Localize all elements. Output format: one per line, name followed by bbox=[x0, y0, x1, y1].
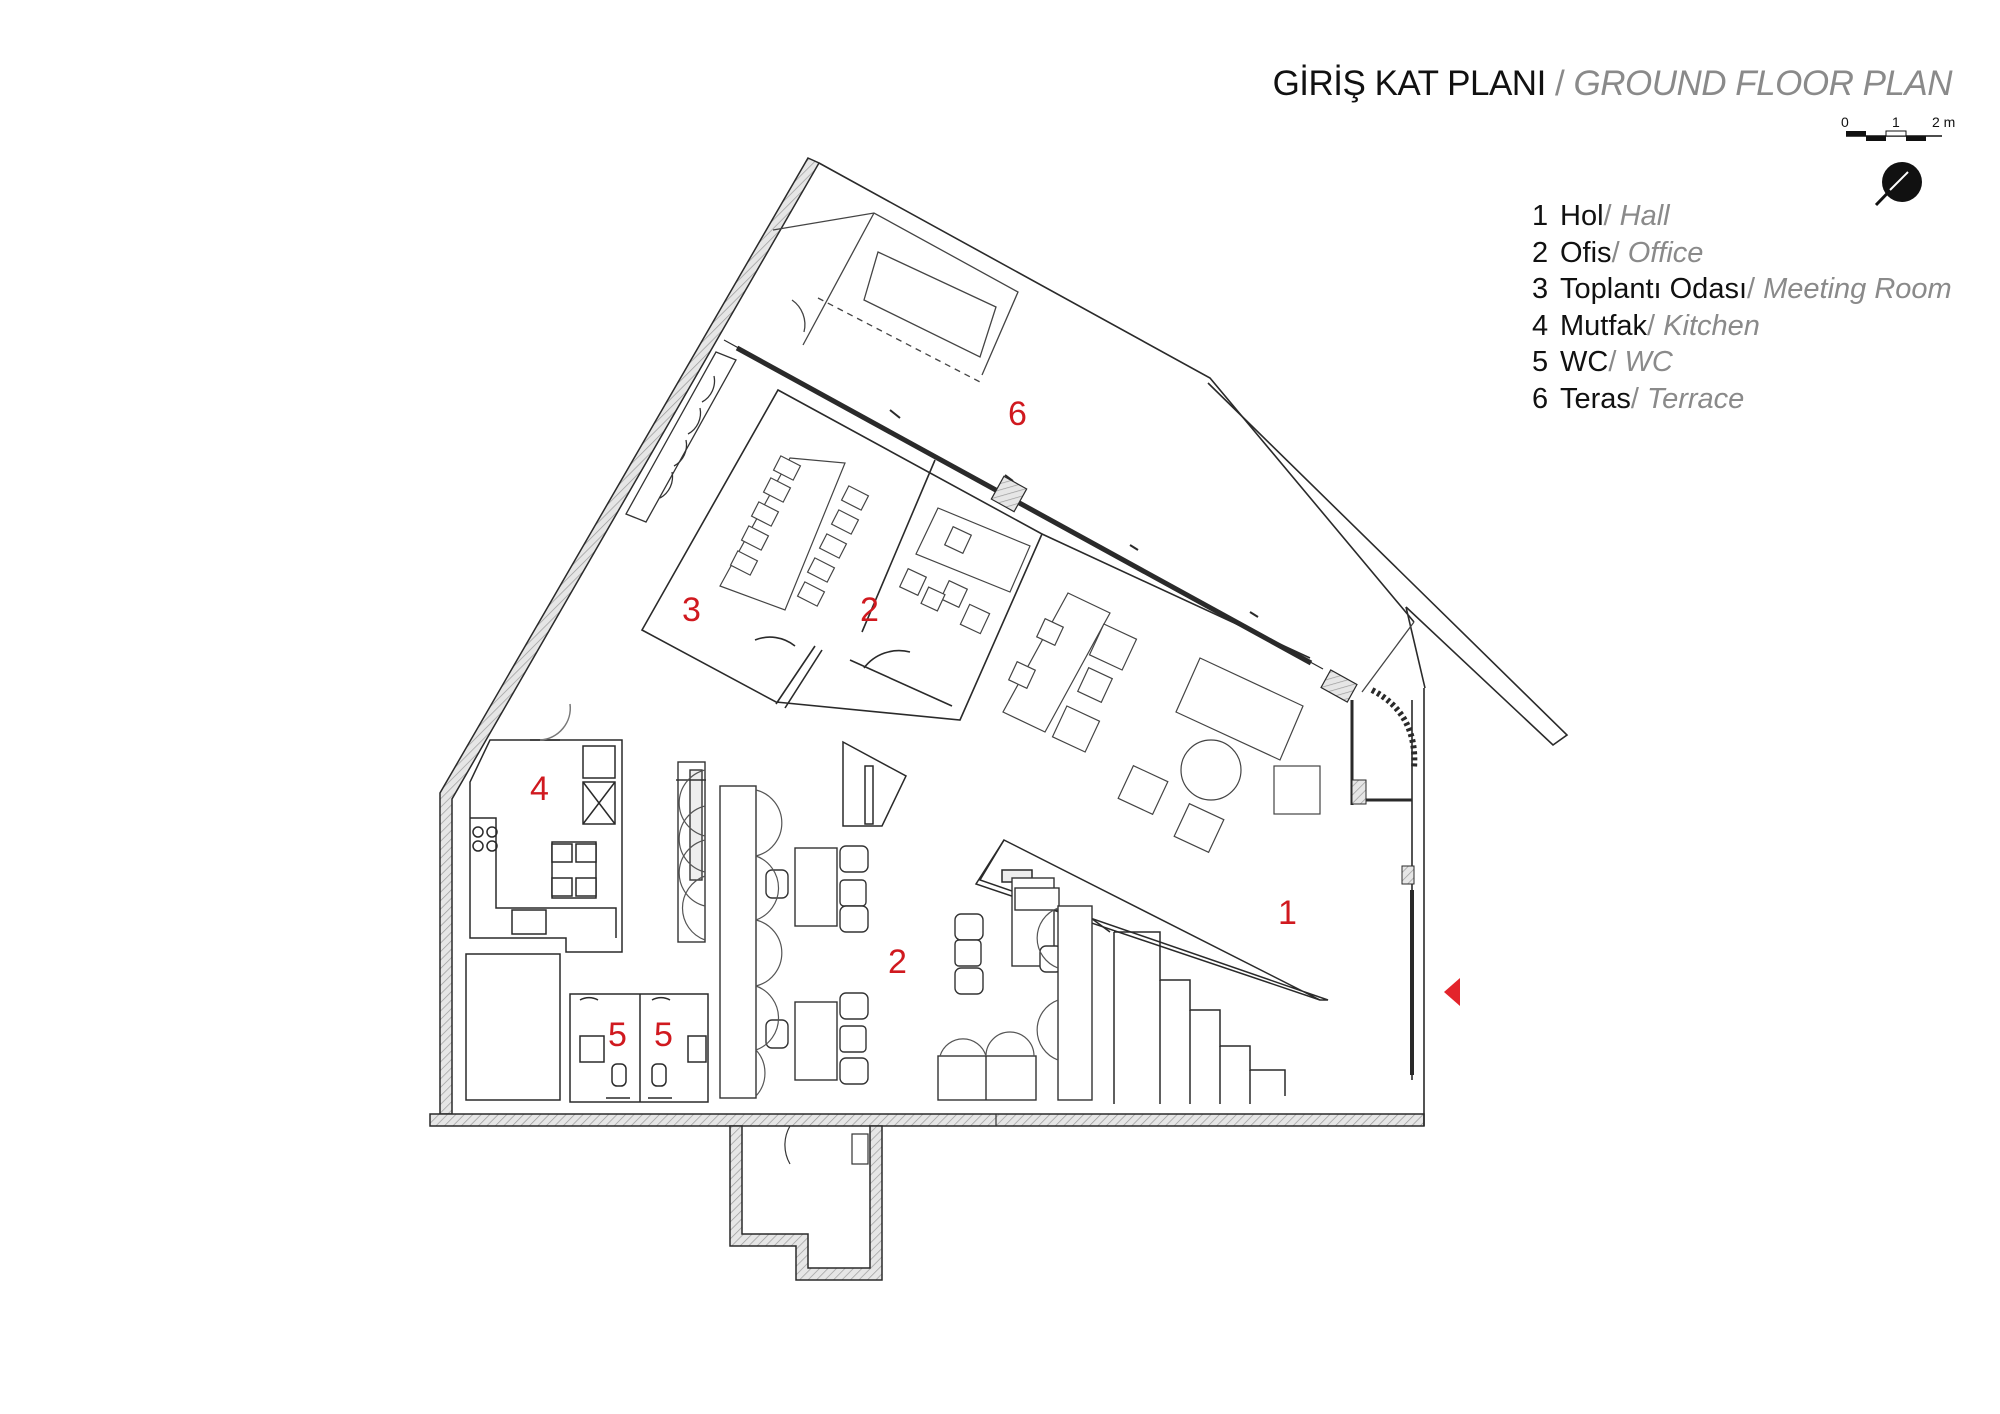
plan-title-tr: GİRİŞ KAT PLANI bbox=[1272, 64, 1547, 103]
legend-en: WC bbox=[1624, 346, 1673, 378]
west-cabinets bbox=[625, 351, 737, 523]
meeting-office-walls bbox=[640, 388, 1311, 721]
legend-num: 2 bbox=[1532, 236, 1549, 269]
meeting-table bbox=[719, 455, 870, 611]
legend-num: 5 bbox=[1532, 346, 1549, 378]
room-number-terrace: 6 bbox=[1008, 395, 1027, 433]
plan-title-en: GROUND FLOOR PLAN bbox=[1573, 64, 1953, 103]
storage-cupboard-arcs bbox=[678, 769, 1059, 1097]
plan-title-separator: / bbox=[1545, 64, 1574, 103]
room-number-meeting-room: 3 bbox=[682, 591, 701, 629]
room-number-office-main: 2 bbox=[888, 943, 907, 981]
entrance-marker bbox=[1444, 978, 1460, 1006]
workstations bbox=[676, 761, 1093, 1101]
wc-block bbox=[465, 953, 709, 1103]
scale-label-0: 0 bbox=[1841, 114, 1849, 130]
legend-num: 6 bbox=[1532, 382, 1549, 415]
scale-label-1: 1 bbox=[1892, 114, 1900, 130]
legend-tr: Ofis bbox=[1560, 236, 1612, 269]
boundary-lines bbox=[818, 162, 1569, 1126]
annex-door bbox=[784, 1114, 997, 1165]
room-number-kitchen: 4 bbox=[530, 770, 549, 808]
legend-tr: WC bbox=[1560, 346, 1609, 378]
room-number-wc-left: 5 bbox=[608, 1016, 627, 1054]
legend-en: Hall bbox=[1619, 200, 1670, 232]
legend-tr: Hol bbox=[1560, 200, 1604, 232]
terrace-details bbox=[772, 212, 1415, 693]
legend-en: Terrace bbox=[1647, 382, 1745, 415]
kitchen bbox=[469, 703, 623, 953]
annex bbox=[729, 1125, 883, 1281]
legend-tr: Toplantı Odası bbox=[1560, 273, 1747, 305]
small-office-furniture bbox=[898, 507, 1031, 635]
west-wall bbox=[439, 157, 821, 1115]
room-number-wc-right: 5 bbox=[654, 1016, 673, 1054]
scale-label-2: 2 m bbox=[1932, 114, 1955, 130]
north-arrow-icon bbox=[1874, 162, 1922, 207]
hall-furniture bbox=[1002, 592, 1321, 854]
scale-bar: 0 1 2 m bbox=[1841, 114, 1955, 141]
room-number-hall: 1 bbox=[1278, 894, 1297, 932]
legend-num: 1 bbox=[1532, 200, 1549, 232]
plan-title: GİRİŞ KAT PLANI / GROUND FLOOR PLAN bbox=[1272, 64, 1953, 104]
glazed-facade bbox=[723, 339, 1418, 1075]
legend-tr: Mutfak bbox=[1560, 309, 1648, 342]
reception-and-stairs bbox=[842, 740, 1329, 1104]
legend-en: Kitchen bbox=[1663, 309, 1760, 342]
legend-num: 3 bbox=[1532, 273, 1549, 305]
room-numbers: 1 2 2 3 4 5 5 6 bbox=[530, 395, 1297, 1054]
legend-en: Office bbox=[1627, 236, 1704, 269]
legend-en: Meeting Room bbox=[1763, 273, 1952, 305]
south-wall bbox=[429, 1113, 1425, 1127]
room-number-office-small: 2 bbox=[860, 591, 879, 629]
legend-num: 4 bbox=[1532, 309, 1549, 342]
legend-tr: Teras bbox=[1560, 382, 1631, 415]
